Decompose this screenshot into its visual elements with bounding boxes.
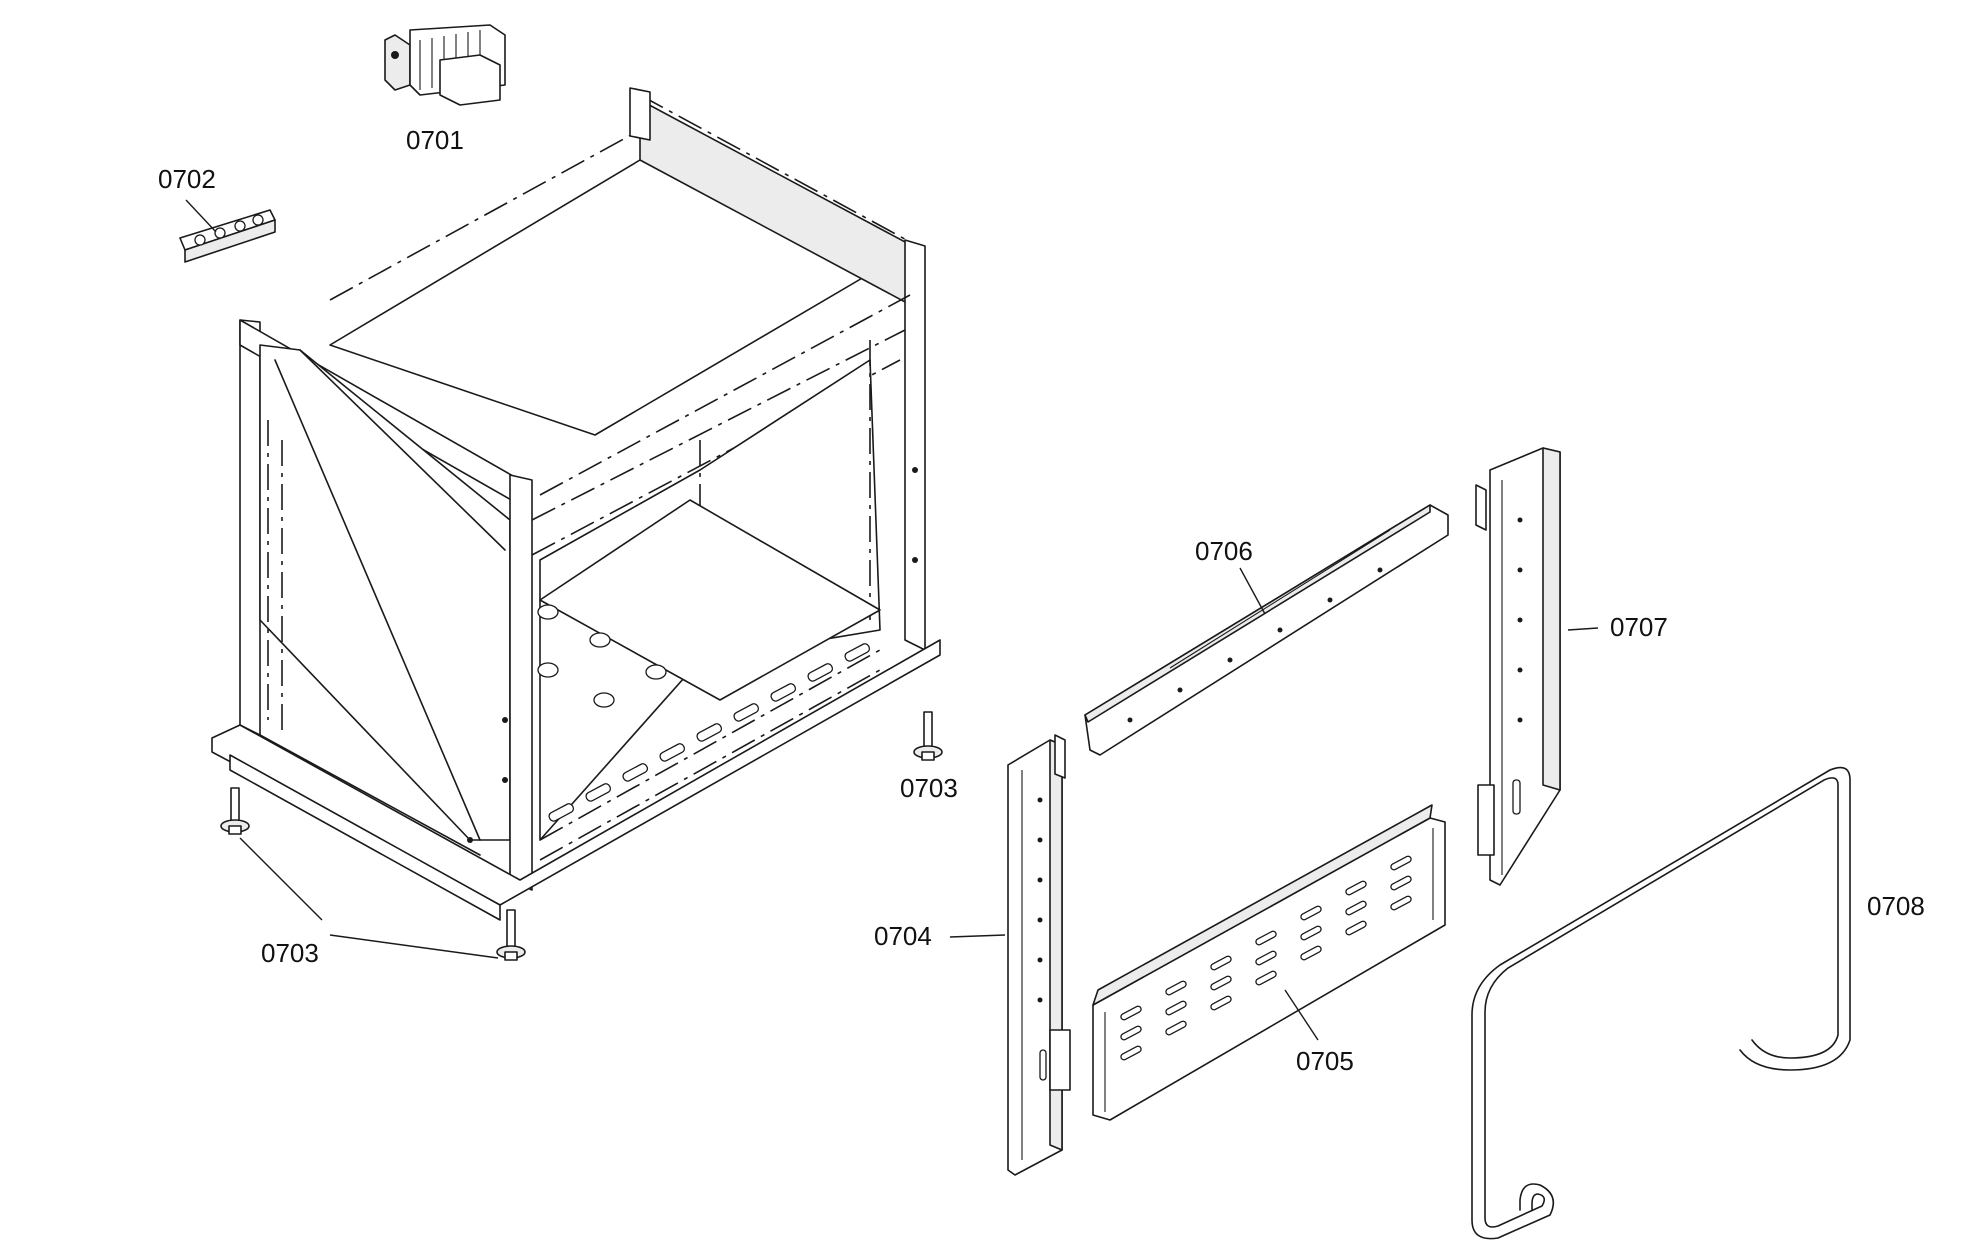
vented-panel-icon (1092, 804, 1446, 1121)
panel-vent-slots (1120, 855, 1412, 1061)
terminal-block-icon (179, 209, 276, 263)
part-0708[interactable]: 0708 (1471, 766, 1925, 1240)
part-0703-right[interactable]: 0703 (900, 711, 958, 803)
label-0701: 0701 (406, 125, 464, 155)
oven-chassis (211, 87, 941, 921)
part-0701[interactable]: 0701 (384, 24, 506, 155)
part-0705[interactable]: 0705 (1092, 804, 1446, 1121)
top-trim-icon (1084, 484, 1487, 756)
part-0702[interactable]: 0702 (158, 164, 276, 263)
leveling-leg-icon (913, 711, 943, 761)
handle-rail-icon (1471, 766, 1851, 1240)
leveling-leg-icon (220, 787, 250, 835)
label-0702: 0702 (158, 164, 216, 194)
side-trim-left-icon (1007, 734, 1071, 1176)
label-0708: 0708 (1867, 891, 1925, 921)
leveling-leg-icon (496, 909, 526, 961)
part-0707[interactable]: 0707 (1477, 447, 1668, 886)
label-0705: 0705 (1296, 1046, 1354, 1076)
part-0704[interactable]: 0704 (874, 734, 1071, 1176)
part-0706[interactable]: 0706 (1084, 484, 1487, 756)
label-0706: 0706 (1195, 536, 1253, 566)
label-0703-right: 0703 (900, 773, 958, 803)
label-0703-left: 0703 (261, 938, 319, 968)
base-vent-slots (548, 643, 871, 822)
label-0707: 0707 (1610, 612, 1668, 642)
part-0703-left[interactable]: 0703 (220, 787, 526, 968)
blower-motor-icon (384, 24, 506, 106)
side-trim-right-icon (1477, 447, 1561, 886)
label-0704: 0704 (874, 921, 932, 951)
